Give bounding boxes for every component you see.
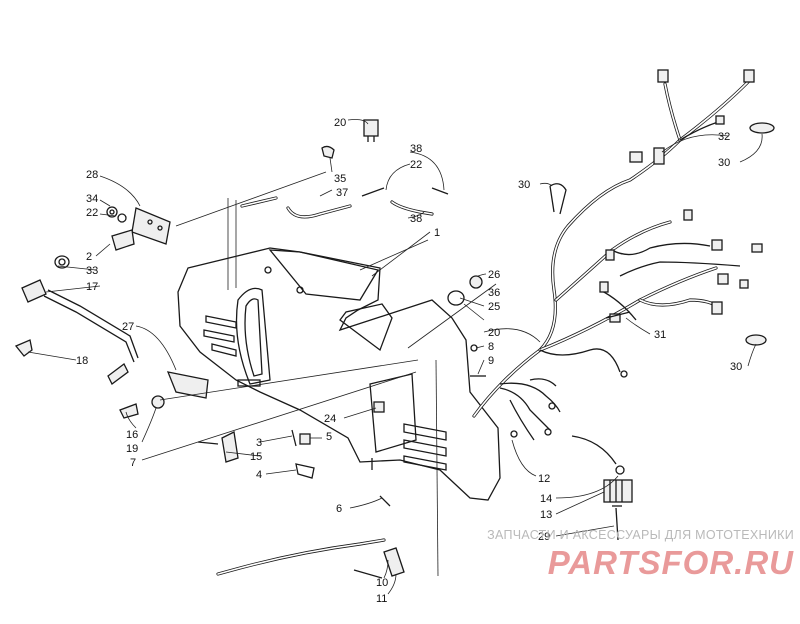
callout-38-a: 37 (336, 187, 348, 199)
callout-11: 11 (376, 593, 387, 605)
callout-20: 20 (488, 327, 500, 339)
hardware-parts (14, 119, 775, 579)
callout-35: 34 (86, 193, 98, 205)
callout-30-a: 30 (718, 157, 730, 169)
callout-24: 24 (324, 413, 336, 425)
callout-18: 18 (76, 355, 88, 367)
part-callouts: 20 38 22 35 37 38 28 34 22 2 33 17 18 27… (76, 117, 742, 605)
callout-13: 13 (540, 509, 552, 521)
callout-8: 8 (488, 341, 494, 353)
callout-9: 9 (488, 355, 494, 367)
callout-28: 28 (86, 169, 98, 181)
callout-3: 3 (256, 437, 262, 449)
callout-14: 14 (540, 493, 552, 505)
callout-1: 1 (434, 227, 440, 239)
callout-25: 25 (488, 301, 500, 313)
callout-37: 36 (488, 287, 500, 299)
wire-harness (472, 69, 763, 441)
callout-26: 26 (488, 269, 500, 281)
callout-30-b: 30 (730, 361, 742, 373)
site-watermark: ЗАПЧАСТИ И АКСЕССУАРЫ ДЛЯ МОТОТЕХНИКИ PA… (484, 528, 794, 588)
leader-lines (27, 119, 763, 595)
callout-38-b: 38 (410, 213, 422, 225)
callout-15: 15 (250, 451, 262, 463)
callout-21: 20 (334, 117, 346, 129)
callout-7: 7 (130, 457, 136, 469)
callout-10: 10 (376, 577, 388, 589)
callout-12: 12 (538, 473, 550, 485)
watermark-logo: PARTSFOR.RU (547, 544, 794, 581)
callout-22: 22 (86, 207, 98, 219)
callout-27: 27 (122, 321, 134, 333)
callout-29: 29 (538, 531, 550, 543)
callout-4: 4 (256, 469, 262, 481)
callout-17: 17 (86, 281, 98, 293)
watermark-tagline: ЗАПЧАСТИ И АКСЕССУАРЫ ДЛЯ МОТОТЕХНИКИ (487, 528, 794, 542)
callout-39: 38 (410, 143, 422, 155)
callout-36: 35 (334, 173, 346, 185)
callout-31: 30 (518, 179, 530, 191)
callout-23: 22 (410, 159, 422, 171)
callout-33: 32 (718, 131, 730, 143)
callout-5: 5 (326, 431, 332, 443)
callout-2: 2 (86, 251, 92, 263)
callout-32: 31 (654, 329, 666, 341)
callout-34: 33 (86, 265, 98, 277)
callout-19: 19 (126, 443, 138, 455)
console-housing (177, 247, 501, 501)
callout-16: 16 (126, 429, 138, 441)
callout-6: 6 (336, 503, 342, 515)
